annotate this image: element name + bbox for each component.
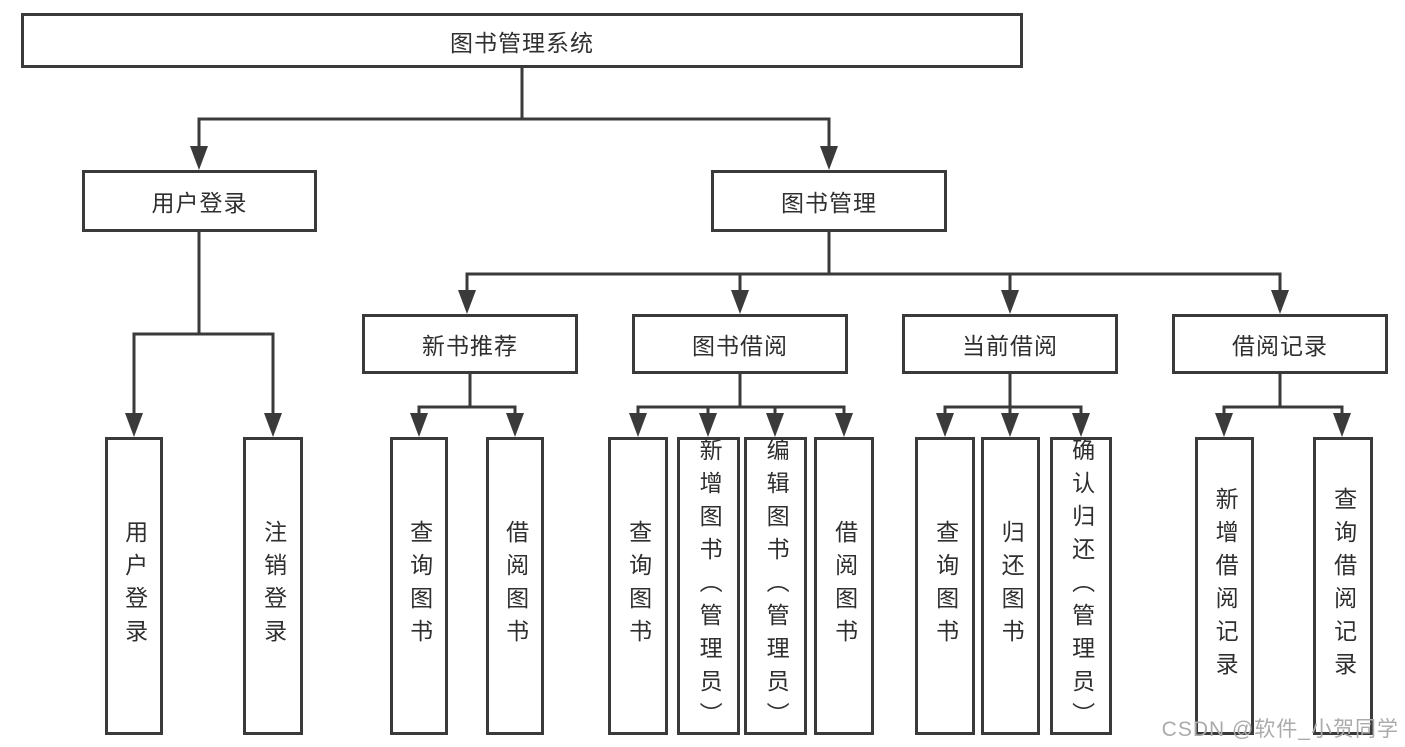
node-label: 图书借阅	[692, 333, 788, 359]
node-label: 查询图书	[406, 520, 433, 652]
node-label: 新书推荐	[422, 333, 518, 359]
arrowhead-down-icon	[190, 146, 208, 170]
connector-borrowing-records-to-leaves	[1215, 374, 1351, 437]
arrowhead-down-icon	[936, 413, 954, 437]
connector-book-management-to-level3	[458, 232, 1289, 314]
node-label: 借阅图书	[831, 520, 858, 652]
node-label: 图书管理系统	[450, 29, 594, 56]
node-label: 查询图书	[625, 520, 652, 652]
arrowhead-down-icon	[458, 290, 476, 314]
node-borrowing-records: 借阅记录	[1172, 314, 1388, 374]
node-query-books-recommend: 查询图书	[390, 437, 448, 735]
node-label: 查询借阅记录	[1330, 487, 1357, 685]
node-label: 当前借阅	[962, 333, 1058, 359]
connector-user-login-to-leaves	[125, 232, 282, 437]
arrowhead-down-icon	[1215, 413, 1233, 437]
connector-root-to-level2	[190, 68, 838, 170]
arrowhead-down-icon	[506, 413, 524, 437]
arrowhead-down-icon	[835, 413, 853, 437]
arrowhead-down-icon	[731, 290, 749, 314]
node-label: 借阅图书	[502, 520, 529, 652]
node-label: 借阅记录	[1232, 333, 1328, 359]
node-add-book-admin: 新增图书（管理员）	[677, 437, 740, 735]
node-label: 归还图书	[998, 520, 1025, 652]
arrowhead-down-icon	[125, 413, 143, 437]
arrowhead-down-icon	[629, 413, 647, 437]
arrowhead-down-icon	[264, 413, 282, 437]
node-confirm-return-admin: 确认归还（管理员）	[1050, 437, 1112, 735]
node-query-books-current: 查询图书	[915, 437, 975, 735]
arrowhead-down-icon	[699, 413, 717, 437]
node-label: 用户登录	[121, 520, 148, 652]
node-label: 新增借阅记录	[1212, 487, 1239, 685]
arrowhead-down-icon	[1333, 413, 1351, 437]
arrowhead-down-icon	[1001, 413, 1019, 437]
arrowhead-down-icon	[1271, 290, 1289, 314]
arrowhead-down-icon	[1001, 290, 1019, 314]
arrowhead-down-icon	[766, 413, 784, 437]
node-query-books-borrowing: 查询图书	[608, 437, 668, 735]
node-label: 确认归还（管理员）	[1068, 437, 1095, 735]
node-book-borrowing: 图书借阅	[632, 314, 848, 374]
node-add-borrowing-record: 新增借阅记录	[1195, 437, 1254, 735]
node-borrow-books-recommend: 借阅图书	[486, 437, 544, 735]
node-return-books: 归还图书	[981, 437, 1040, 735]
arrowhead-down-icon	[410, 413, 428, 437]
node-label: 用户登录	[151, 190, 248, 216]
node-borrow-books-leaf: 借阅图书	[814, 437, 874, 735]
csdn-watermark: CSDN @软件_小贺同学	[1161, 718, 1399, 741]
arrowhead-down-icon	[820, 146, 838, 170]
node-logout: 注销登录	[243, 437, 303, 735]
node-current-borrowing: 当前借阅	[902, 314, 1118, 374]
node-label: 新增图书（管理员）	[696, 437, 723, 735]
connector-current-borrowing-to-leaves	[936, 374, 1090, 437]
node-query-borrowing-record: 查询借阅记录	[1313, 437, 1373, 735]
connector-book-borrowing-to-leaves	[629, 374, 853, 437]
node-book-management: 图书管理	[711, 170, 947, 232]
connector-new-book-recommendation-to-leaves	[410, 374, 524, 437]
node-edit-book-admin: 编辑图书（管理员）	[744, 437, 807, 735]
node-label: 图书管理	[781, 190, 877, 216]
node-library-management-system: 图书管理系统	[21, 13, 1023, 68]
node-label: 注销登录	[260, 520, 287, 652]
node-user-login: 用户登录	[82, 170, 317, 232]
node-user-login-leaf: 用户登录	[105, 437, 163, 735]
arrowhead-down-icon	[1072, 413, 1090, 437]
node-new-book-recommendation: 新书推荐	[362, 314, 578, 374]
node-label: 查询图书	[932, 520, 959, 652]
node-label: 编辑图书（管理员）	[763, 437, 790, 735]
